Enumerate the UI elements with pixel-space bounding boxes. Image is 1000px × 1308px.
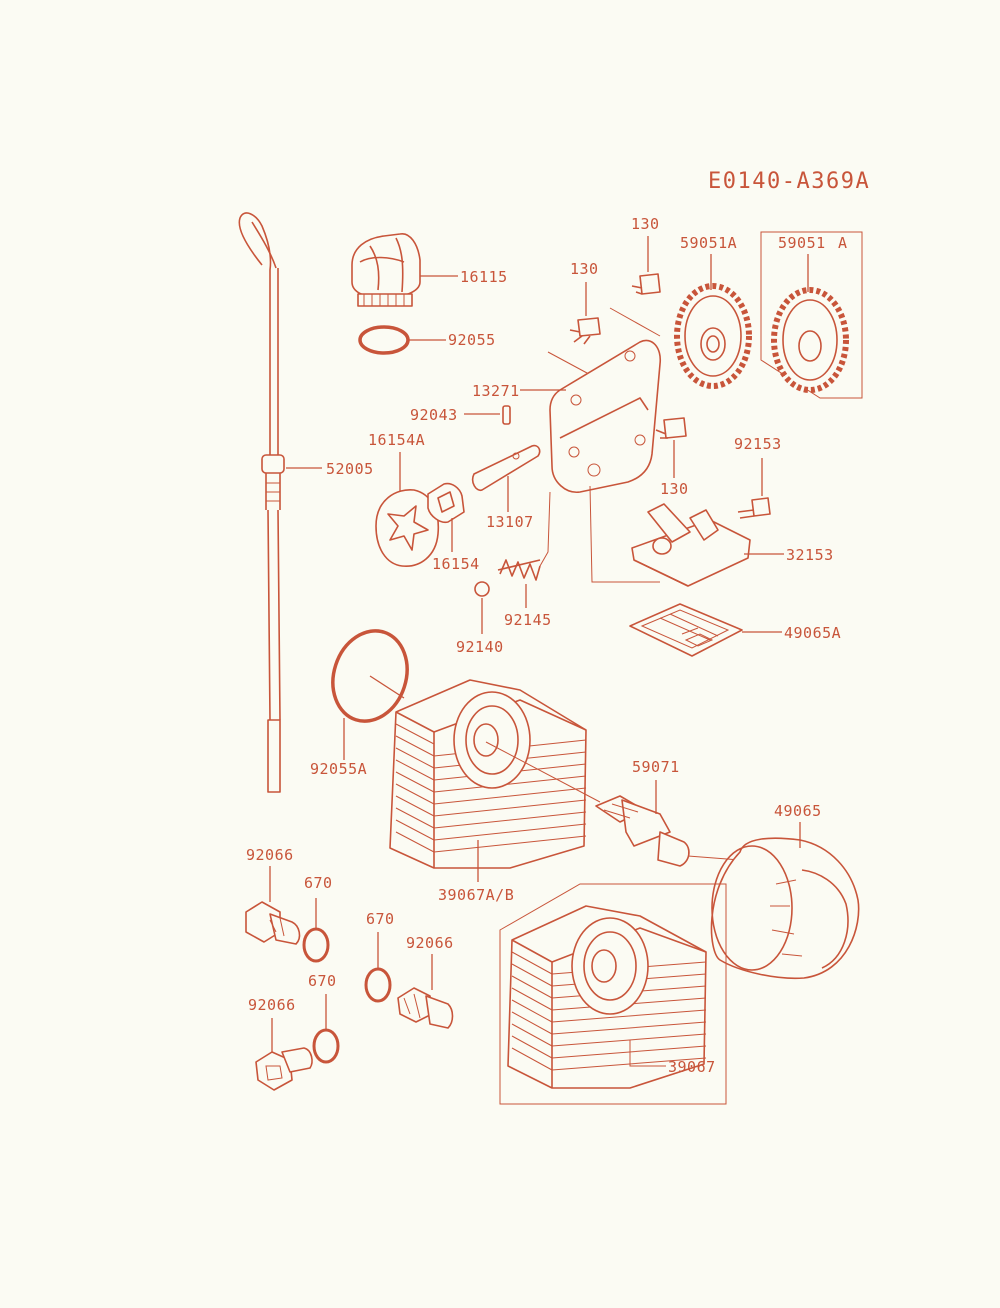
outer-rotor-16154A-part[interactable] xyxy=(375,489,440,567)
dowel-pin-92043-part[interactable] xyxy=(502,405,511,425)
dipstick-part[interactable] xyxy=(238,212,285,793)
callout-92066-middle: 92066 xyxy=(406,934,454,952)
o-ring-92055A-part[interactable] xyxy=(322,621,419,731)
callout-92055: 92055 xyxy=(448,331,496,349)
gasket-670-middle-part[interactable] xyxy=(364,967,392,1003)
gasket-670-upper-part[interactable] xyxy=(302,927,330,963)
callout-16154A: 16154A xyxy=(368,431,425,449)
oil-pump-gear-59051A-part[interactable] xyxy=(674,283,752,389)
oil-filter-nipple-59071-part[interactable] xyxy=(595,795,690,867)
callout-92140: 92140 xyxy=(456,638,504,656)
callout-49065A: 49065A xyxy=(784,624,841,642)
callout-92145: 92145 xyxy=(504,611,552,629)
bolt-130-right-part[interactable] xyxy=(655,417,687,439)
callout-130-left: 130 xyxy=(570,260,599,278)
oil-filler-cap-part[interactable] xyxy=(351,233,421,307)
callout-39067AB: 39067A/B xyxy=(438,886,514,904)
callout-670-middle: 670 xyxy=(366,910,395,928)
callout-59071: 59071 xyxy=(632,758,680,776)
inner-rotor-16154-part[interactable] xyxy=(427,482,465,524)
callout-130-top: 130 xyxy=(631,215,660,233)
callout-32153: 32153 xyxy=(786,546,834,564)
relief-spring-92145-part[interactable] xyxy=(497,559,541,581)
callout-670-upper: 670 xyxy=(304,874,333,892)
gasket-670-lower-part[interactable] xyxy=(312,1028,340,1064)
strainer-screen-49065A-part[interactable] xyxy=(629,603,743,657)
callout-92055A: 92055A xyxy=(310,760,367,778)
drain-plug-92066-middle-part[interactable] xyxy=(397,987,454,1029)
bolt-130-left-part[interactable] xyxy=(569,317,601,345)
callout-92066-lower-left: 92066 xyxy=(248,996,296,1014)
oil-cooler-39067AB-part[interactable] xyxy=(389,679,587,869)
callout-49065: 49065 xyxy=(774,802,822,820)
callout-670-lower: 670 xyxy=(308,972,337,990)
gear-59051-boxed-part[interactable] xyxy=(760,231,863,399)
callout-16115: 16115 xyxy=(460,268,508,286)
drain-plug-92066-upper-left-part[interactable] xyxy=(245,901,301,945)
callout-52005: 52005 xyxy=(326,460,374,478)
bolt-92153-part[interactable] xyxy=(737,497,771,519)
oil-filter-49065-part[interactable] xyxy=(710,837,860,980)
callout-92066-upper-left: 92066 xyxy=(246,846,294,864)
callout-16154: 16154 xyxy=(432,555,480,573)
callout-130-right: 130 xyxy=(660,480,689,498)
callout-59051-suffix: A xyxy=(838,234,848,252)
callout-59051: 59051 xyxy=(778,234,826,252)
pump-shaft-13107-part[interactable] xyxy=(471,444,541,492)
bolt-130-top-part[interactable] xyxy=(631,273,661,295)
o-ring-92055-part[interactable] xyxy=(358,325,410,355)
oil-cooler-39067-part[interactable] xyxy=(499,883,727,1105)
oil-strainer-32153-part[interactable] xyxy=(631,503,751,587)
callout-39067: 39067 xyxy=(668,1058,716,1076)
callout-59051A: 59051A xyxy=(680,234,737,252)
callout-92153: 92153 xyxy=(734,435,782,453)
callout-13107: 13107 xyxy=(486,513,534,531)
drain-plug-92066-lower-left-part[interactable] xyxy=(255,1047,313,1091)
pump-housing-plate-part[interactable] xyxy=(549,339,662,493)
callout-13271: 13271 xyxy=(472,382,520,400)
relief-ball-92140-part[interactable] xyxy=(474,581,490,597)
callout-92043: 92043 xyxy=(410,406,458,424)
diagram-code: E0140-A369A xyxy=(708,169,870,194)
